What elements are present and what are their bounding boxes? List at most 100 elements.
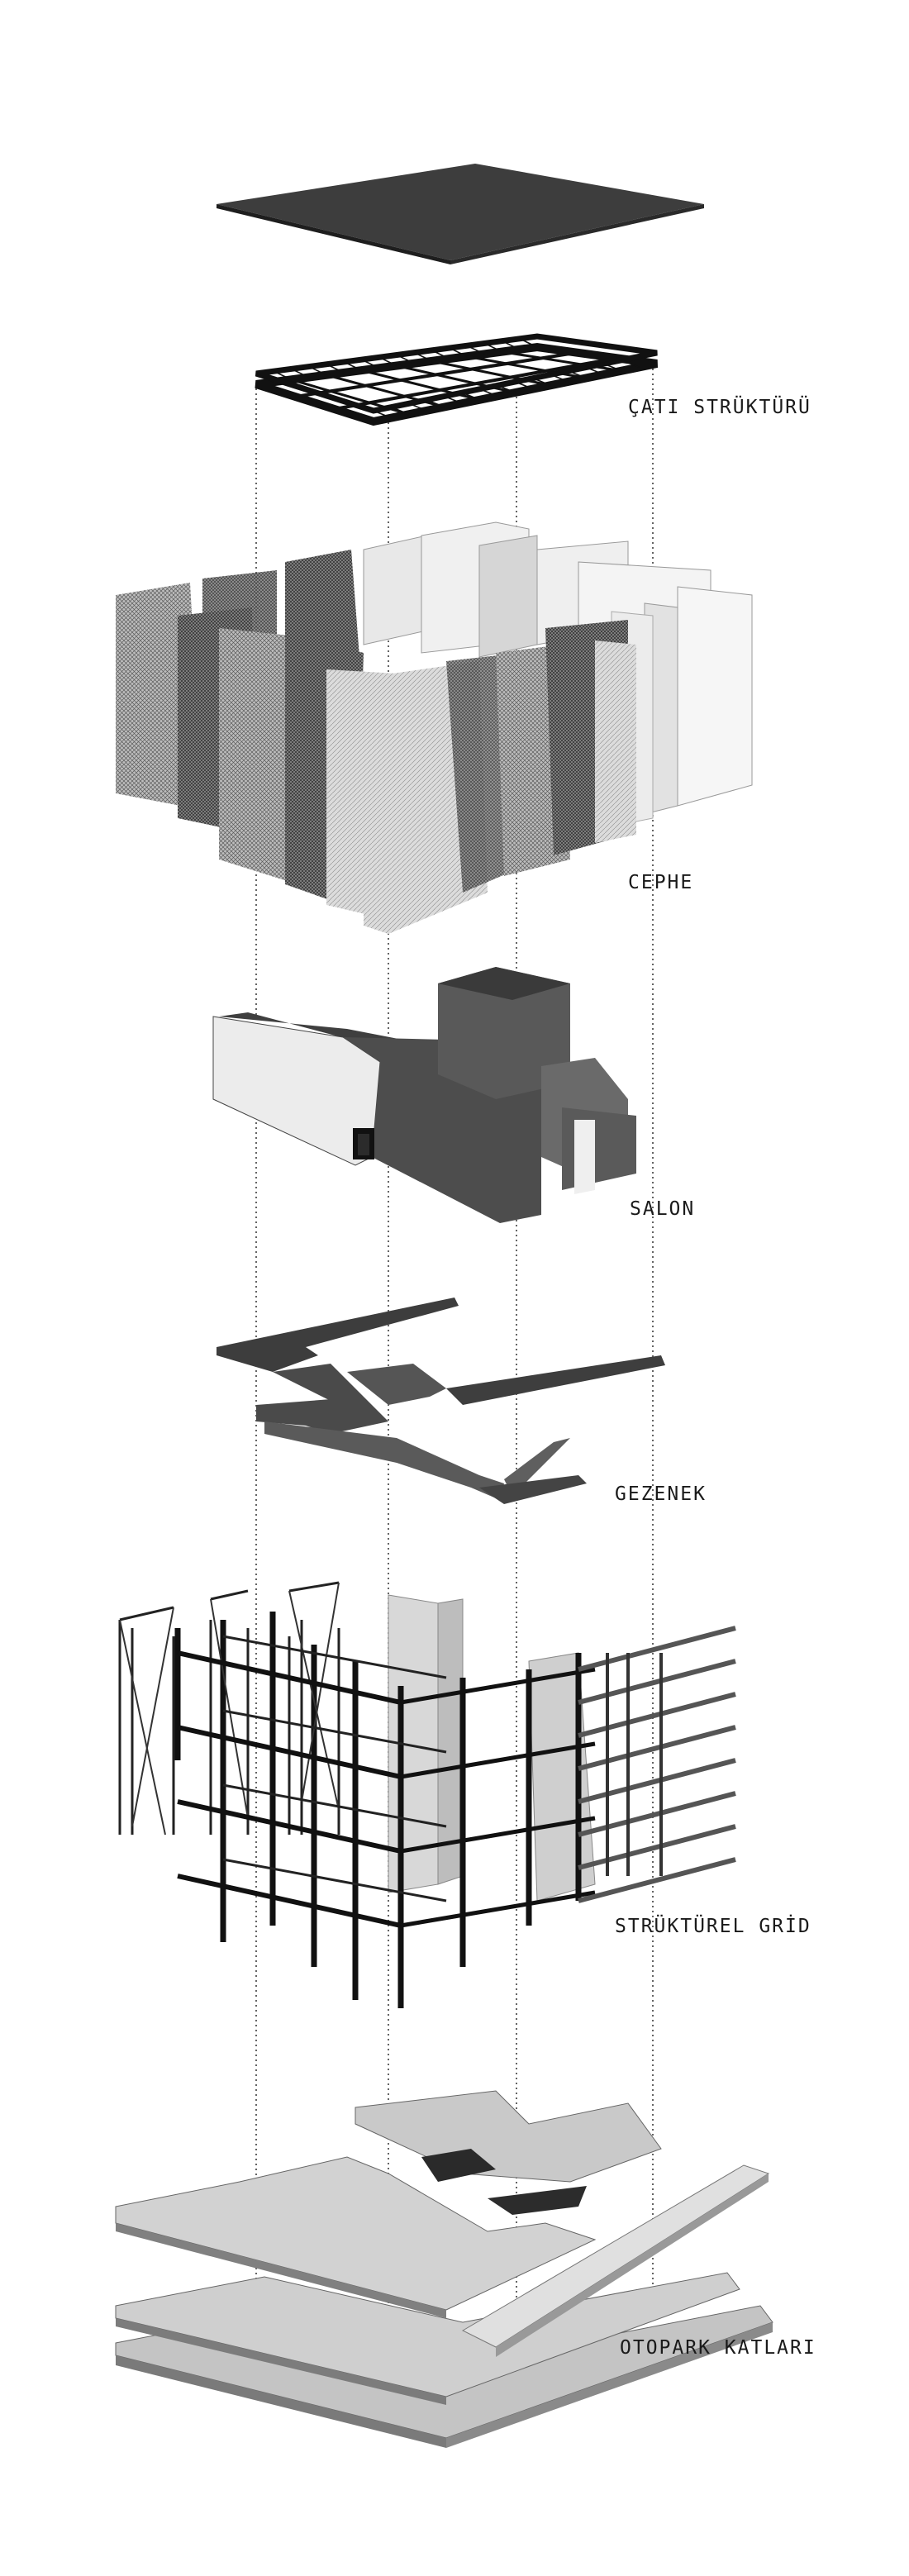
roof-truss-diagonal (361, 359, 380, 369)
roof-truss-diagonal (519, 338, 538, 348)
facade-panel (677, 586, 753, 807)
grid-beam (400, 1816, 596, 1854)
grid-tower-cap (210, 1589, 249, 1601)
label-structural-grid: STRÜKTÜREL GRİD (615, 1914, 811, 1937)
roof-truss-chord (334, 356, 618, 411)
roof-truss-outline (255, 342, 658, 426)
grid-beam (400, 1741, 596, 1779)
structural-grid-layer (118, 1581, 736, 2008)
grid-brace (119, 1619, 166, 1836)
grid-beam-secondary (222, 1635, 447, 1679)
grid-beam-secondary (222, 1709, 447, 1754)
grid-beam (177, 1874, 402, 1928)
roof-truss-diagonal (308, 365, 327, 376)
layer-labels: ÇATI STRÜKTÜRÜ CEPHE SALON GEZENEK STRÜK… (615, 395, 816, 2359)
roof-truss-member (326, 374, 445, 408)
grid-brace (131, 1607, 174, 1827)
roof-truss-diagonal (343, 361, 362, 371)
roof-truss-diagonal (502, 340, 521, 350)
grid-brace (288, 1590, 340, 1811)
roof-truss-diagonal (396, 354, 415, 364)
roof-truss-diagonal (621, 359, 640, 369)
parking-floor-edge (116, 2223, 446, 2318)
roof-truss-diagonal (413, 351, 432, 362)
roof-truss-diagonal (326, 364, 345, 374)
grid-tower-cap (288, 1581, 340, 1593)
facade-panel (478, 535, 538, 658)
walkway-slab (479, 1475, 587, 1504)
walkway-slab (256, 1397, 388, 1434)
label-parking: OTOPARK KATLARI (620, 2337, 816, 2359)
grid-beam (177, 1725, 402, 1779)
grid-cantilever-beam (578, 1725, 736, 1771)
roof-truss-member (396, 364, 516, 394)
facade-mesh-panel (219, 628, 297, 884)
roof-truss-diagonal (483, 342, 502, 353)
roof-slab-edge (217, 204, 450, 264)
roof-truss-member (431, 359, 551, 387)
roof-truss-diagonal (255, 373, 274, 383)
label-walkway: GEZENEK (615, 1483, 707, 1505)
walkway-slab (264, 1421, 504, 1500)
hall-annex-opening (574, 1120, 595, 1194)
roof-slab (217, 164, 704, 260)
parking-floor-2 (115, 2272, 740, 2397)
roof-slab-layer (217, 164, 704, 264)
roof-truss-diagonal (479, 388, 498, 398)
roof-truss-diagonal (449, 347, 468, 357)
grid-cantilever-beam (578, 1659, 736, 1705)
roof-truss-diagonal (408, 402, 427, 412)
roof-truss-diagonal (273, 370, 292, 381)
facade-layer (116, 521, 753, 934)
roof-truss-diagonal (568, 370, 587, 379)
walkway-slab (217, 1298, 459, 1372)
parking-ramp-edge (496, 2174, 769, 2357)
label-roof-structure: ÇATI STRÜKTÜRÜ (628, 395, 811, 418)
roof-truss-member (291, 378, 410, 416)
roof-truss-chord (295, 350, 578, 398)
roof-truss-diagonal (603, 363, 622, 372)
roof-truss-diagonal (373, 410, 392, 419)
label-facade: CEPHE (628, 872, 693, 893)
roof-truss-diagonal (378, 356, 397, 367)
grid-beam (177, 1799, 402, 1854)
hall-tower (438, 967, 570, 1099)
roof-truss-diagonal (497, 384, 516, 393)
roof-truss-diagonal (515, 381, 534, 390)
parking-layer (115, 2090, 773, 2448)
roof-truss-member (466, 355, 587, 379)
roof-truss-diagonal (532, 377, 551, 386)
walkway-slab (347, 1364, 446, 1405)
hall-annex (562, 1107, 636, 1190)
roof-truss-layer (255, 333, 658, 426)
parking-void (488, 2186, 587, 2215)
grid-cantilever-beam (578, 1692, 736, 1738)
grid-brace (301, 1582, 340, 1802)
grid-beam-secondary (222, 1783, 447, 1828)
roof-truss-diagonal (391, 406, 410, 415)
hall-tower-top (438, 967, 570, 1000)
grid-cantilever-beam (578, 1791, 736, 1837)
roof-truss-member (361, 369, 480, 402)
roof-truss-diagonal (550, 374, 569, 383)
parking-floor-edge (446, 2322, 773, 2448)
roof-truss-outline (255, 333, 658, 414)
grid-cantilever-beam (578, 1857, 736, 1903)
roof-truss-diagonal (426, 399, 445, 408)
hall-layer (212, 967, 636, 1223)
roof-truss-member (502, 350, 622, 373)
facade-mesh-panel (595, 640, 636, 843)
roof-truss-diagonal (444, 395, 463, 404)
roof-truss-diagonal (431, 350, 450, 359)
grid-beam (400, 1890, 596, 1928)
grid-beam (177, 1650, 402, 1705)
roof-truss-diagonal (585, 366, 604, 375)
walkway-layer (217, 1298, 665, 1504)
roof-truss-diagonal (461, 392, 480, 401)
grid-beam-secondary (222, 1858, 447, 1902)
parking-floor-edge (116, 2355, 446, 2448)
walkway-slab (273, 1364, 364, 1405)
roof-truss-diagonal (466, 345, 485, 355)
grid-beam (400, 1667, 596, 1705)
